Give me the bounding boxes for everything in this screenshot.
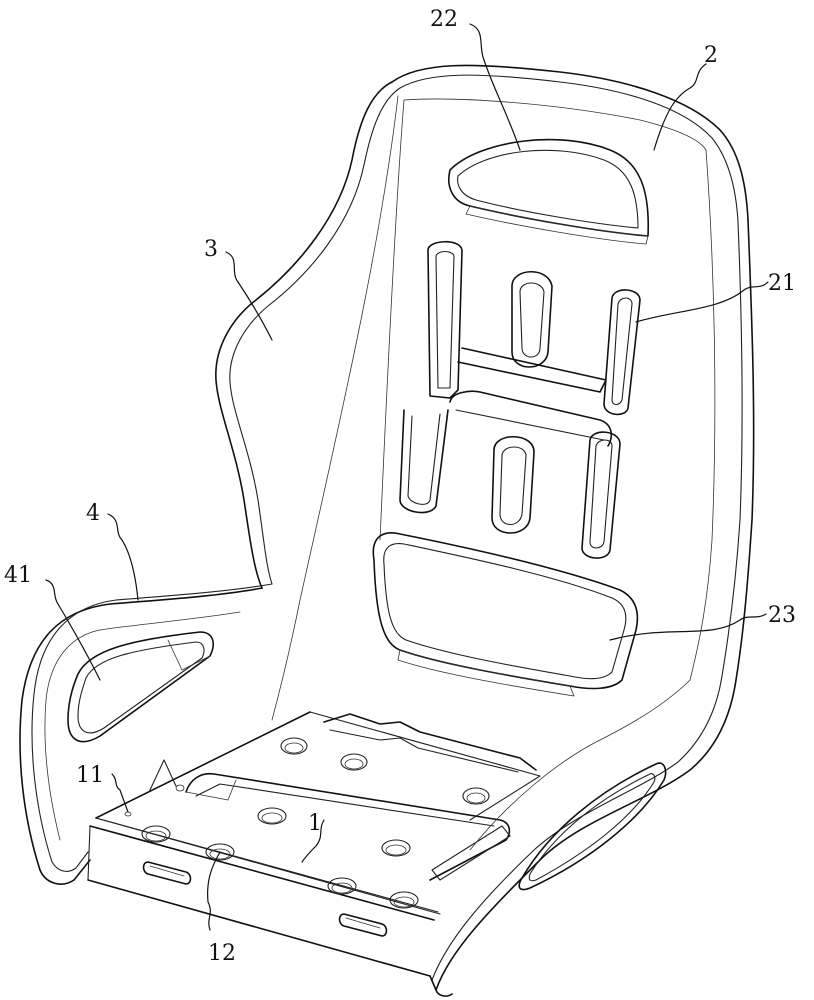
right-side-wing <box>429 675 737 997</box>
leader-11 <box>111 773 129 813</box>
lumbar-recess <box>372 532 639 697</box>
leader-1 <box>301 819 325 863</box>
backrest <box>215 64 755 721</box>
leader-21 <box>635 281 769 323</box>
leader-41 <box>45 579 101 681</box>
leader-23 <box>609 613 767 641</box>
label-41: 41 <box>4 563 32 588</box>
reference-labels: 22 2 21 3 4 41 23 11 1 12 <box>4 7 796 966</box>
base-plate <box>87 711 541 977</box>
leader-12 <box>207 851 221 931</box>
mounting-holes <box>124 737 490 909</box>
leader-4 <box>107 513 139 601</box>
harness-slots <box>399 240 641 559</box>
label-23: 23 <box>768 603 796 628</box>
label-2: 2 <box>704 43 718 68</box>
label-3: 3 <box>204 237 218 262</box>
label-11: 11 <box>76 763 104 788</box>
left-side-armrest <box>19 583 273 885</box>
leader-22 <box>469 23 521 151</box>
label-21: 21 <box>768 271 796 296</box>
label-1: 1 <box>308 811 322 836</box>
label-22: 22 <box>430 7 458 32</box>
label-4: 4 <box>86 501 100 526</box>
label-12: 12 <box>208 941 236 966</box>
leader-lines <box>45 23 769 931</box>
front-slots <box>142 861 388 937</box>
leader-3 <box>225 251 273 341</box>
head-slot <box>448 138 650 245</box>
leader-2 <box>653 63 707 151</box>
